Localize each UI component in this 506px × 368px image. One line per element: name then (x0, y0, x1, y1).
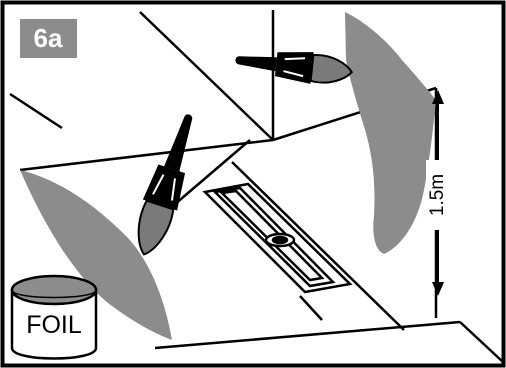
foil-can-label: FOIL (26, 311, 82, 339)
step-label: 6a (34, 23, 63, 53)
height-dimension-label: 1.5m (427, 174, 448, 216)
